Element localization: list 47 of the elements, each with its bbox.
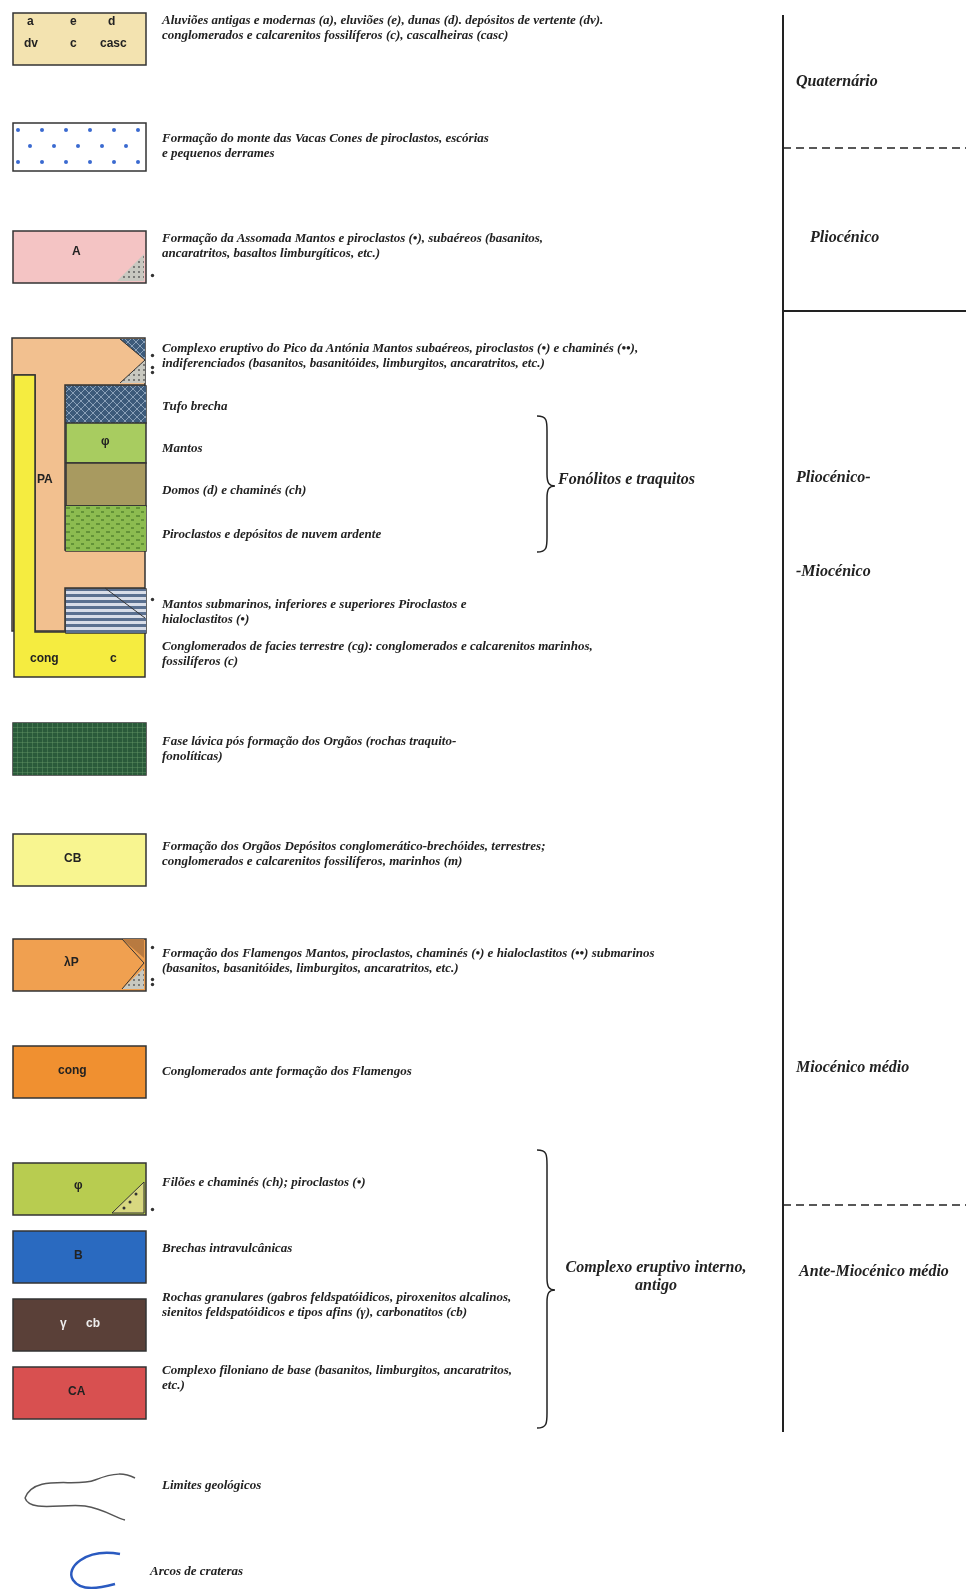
unit-code: cong [30,651,59,665]
unit-code: φ [74,1178,83,1192]
legend-text: Formação do monte das Vacas Cones de piroclastos, escórias e pequenos derrames [162,130,490,160]
legend-text: Tufo brecha [162,398,229,413]
legend-text: Complexo eruptivo do Pico da Antónia Mantos subaéreos, piroclastos (•) e chaminés (••), indiferenciados (basanitos, basanitóides, limburgitos, ancaratritos, etc.) [162,340,640,370]
unit-code: CA [68,1384,86,1398]
legend-text: Conglomerados de facies terrestre (cg): conglomerados e calcarenitos marinhos, fossilíferos (c) [162,638,594,668]
legend-text: Conglomerados ante formação dos Flamengos [162,1063,413,1078]
period-label: Pliocénico- [796,468,871,486]
unit-code: c [70,36,77,50]
unit-code: CB [64,851,82,865]
legend-text: Domos (d) e chaminés (ch) [162,482,308,497]
legend-text: Arcos de crateras [150,1563,245,1578]
period-label: Fonólitos e traquitos [558,470,695,488]
unit-code: cb [86,1316,100,1330]
legend-text: Filões e chaminés (ch); piroclastos (•) [162,1174,367,1189]
period-label: -Miocénico [796,562,871,580]
legend-text: Mantos [162,440,204,455]
unit-code: φ [101,434,110,448]
legend-text: Fase lávica pós formação dos Orgãos (rochas traquito-fonolíticas) [162,733,458,763]
legend-text: Formação dos Orgãos Depósitos conglomerático-brechóides, terrestres; conglomerados e calcarenitos fossilíferos, marinhos (m) [162,838,547,868]
period-label: Quaternário [796,72,878,90]
legend-text: Complexo filoniano de base (basanitos, limburgitos, ancaratritos, etc.) [162,1362,512,1392]
unit-code: e [70,14,77,28]
period-label: Ante-Miocénico médio [797,1262,950,1280]
unit-code: a [27,14,34,28]
unit-code: B [74,1248,83,1262]
period-label: Pliocénico [810,228,880,246]
legend-text: Mantos submarinos, inferiores e superiores Piroclastos e hialoclastitos (•) [162,596,468,626]
legend-text: Aluviões antigas e modernas (a), eluviões (e), dunas (d). depósitos de vertente (dv). conglomerados e calcarenitos fossilíferos (c), cascalheiras (casc) [162,12,605,42]
unit-code: λP [64,955,79,969]
unit-code: cong [58,1063,87,1077]
unit-code: A [72,244,81,258]
legend-text: Piroclastos e depósitos de nuvem ardente [162,526,383,541]
legend-text: Formação da Assomada Mantos e piroclastos (•), subaéreos (basanitos, ancaratritos, basaltos limburgíticos, etc.) [162,230,545,260]
unit-code: casc [100,36,127,50]
unit-code: d [108,14,116,28]
legend-text: Brechas intravulcânicas [162,1240,294,1255]
unit-code: γ [60,1316,67,1330]
unit-code: PA [37,472,53,486]
unit-code: dv [24,36,38,50]
period-label: Complexo eruptivo interno, antigo [564,1258,748,1294]
unit-code: c [110,651,117,665]
period-label: Miocénico médio [796,1058,910,1076]
legend-text: Rochas granulares (gabros feldspatóidicos, piroxenitos alcalinos, sienitos feldspatóidicos e tipos afins (γ), carbonatitos (cb) [162,1289,513,1319]
legend-text: Limites geológicos [162,1477,263,1492]
legend-text: Formação dos Flamengos Mantos, piroclastos, chaminés (•) e hialoclastitos (••) submarinos (basanitos, basanitóides, limburgitos, ancaratritos, etc.) [162,945,656,975]
